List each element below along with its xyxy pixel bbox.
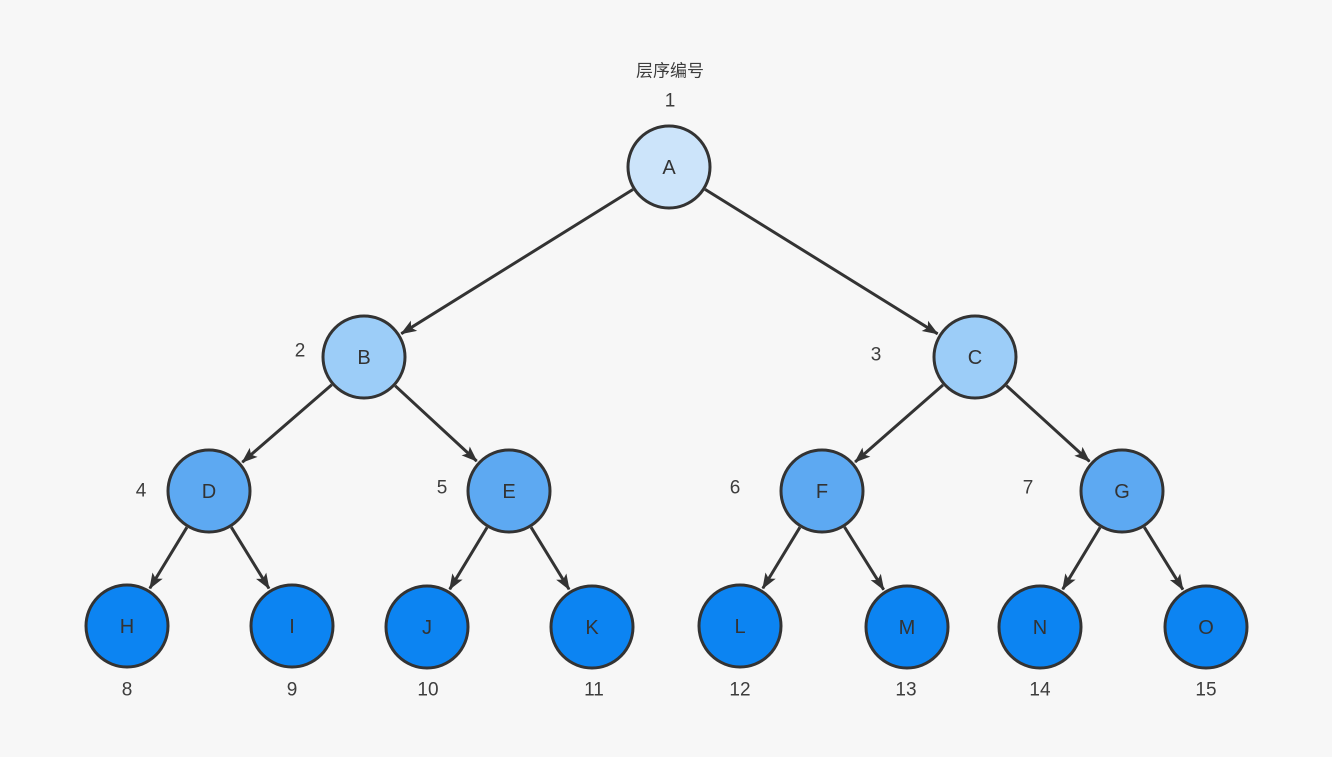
node-number-L: 12 — [729, 680, 750, 701]
node-letter-F: F — [816, 481, 828, 503]
edge-D-I — [230, 526, 271, 590]
node-letter-C: C — [968, 347, 982, 369]
node-number-M: 13 — [895, 680, 916, 701]
tree-node-A: A1 — [626, 91, 712, 210]
node-circle-D — [166, 448, 252, 534]
node-number-H: 8 — [122, 680, 133, 701]
node-letter-E: E — [502, 481, 515, 503]
edge-layer — [148, 188, 1185, 591]
edge-G-O — [1143, 526, 1185, 591]
tree-node-F: F6 — [730, 448, 865, 534]
tree-node-E: E5 — [437, 448, 552, 534]
node-number-D: 4 — [136, 481, 147, 502]
tree-node-L: L 12 — [697, 583, 783, 701]
node-circle-H — [84, 583, 170, 669]
tree-node-B: B2 — [295, 314, 407, 400]
edge-F-M — [843, 526, 885, 591]
node-circle-C — [932, 314, 1018, 400]
edge-A-C — [704, 188, 939, 336]
tree-node-D: D4 — [136, 448, 252, 534]
tree-node-I: I9 — [249, 583, 335, 701]
diagram-title: 层序编号 — [636, 62, 704, 81]
tree-node-J: J 10 — [384, 584, 470, 701]
tree-node-K: K 11 — [549, 584, 635, 701]
edge-B-D — [241, 383, 333, 464]
edge-C-G — [1005, 384, 1091, 463]
node-letter-N: N — [1033, 617, 1047, 639]
edge-E-K — [529, 526, 571, 591]
node-letter-I: I — [289, 616, 295, 638]
node-circle-F — [779, 448, 865, 534]
node-number-C: 3 — [871, 345, 882, 366]
node-circle-I — [249, 583, 335, 669]
node-circle-B — [321, 314, 407, 400]
node-letter-O: O — [1198, 617, 1214, 639]
node-circle-L — [697, 583, 783, 669]
edge-F-L — [761, 526, 802, 590]
node-number-A: 1 — [665, 91, 676, 112]
edge-C-F — [854, 383, 944, 464]
tree-node-G: G7 — [1023, 448, 1165, 534]
node-number-N: 14 — [1029, 680, 1051, 701]
node-number-K: 11 — [584, 680, 604, 701]
node-letter-J: J — [422, 617, 432, 639]
node-number-B: 2 — [295, 341, 306, 362]
node-circle-E — [466, 448, 552, 534]
node-number-I: 9 — [287, 680, 298, 701]
node-letter-B: B — [357, 347, 370, 369]
node-letter-M: M — [899, 617, 916, 639]
node-letter-K: K — [585, 617, 599, 639]
tree-node-O: O 15 — [1163, 584, 1249, 701]
edge-G-N — [1061, 526, 1102, 591]
tree-node-N: N 14 — [997, 584, 1083, 701]
edge-A-B — [400, 188, 634, 335]
edge-D-H — [148, 526, 189, 590]
tree-node-C: C3 — [871, 314, 1018, 400]
node-letter-D: D — [202, 481, 216, 503]
node-letter-G: G — [1114, 481, 1130, 503]
node-circle-M — [864, 584, 950, 670]
node-number-E: 5 — [437, 478, 448, 499]
node-number-J: 10 — [417, 680, 438, 701]
tree-node-M: M 13 — [864, 584, 950, 701]
node-number-G: 7 — [1023, 478, 1034, 499]
node-circle-O — [1163, 584, 1249, 670]
node-number-O: 15 — [1195, 680, 1216, 701]
node-letter-A: A — [662, 157, 676, 179]
node-circle-J — [384, 584, 470, 670]
node-letter-H: H — [120, 616, 134, 638]
node-letter-L: L — [734, 616, 745, 638]
node-circle-A — [626, 124, 712, 210]
tree-node-H: H8 — [84, 583, 170, 701]
node-circle-N — [997, 584, 1083, 670]
edge-E-J — [448, 526, 489, 591]
node-number-F: 6 — [730, 478, 741, 499]
edge-B-E — [394, 384, 478, 463]
node-circle-K — [549, 584, 635, 670]
node-circle-G — [1079, 448, 1165, 534]
